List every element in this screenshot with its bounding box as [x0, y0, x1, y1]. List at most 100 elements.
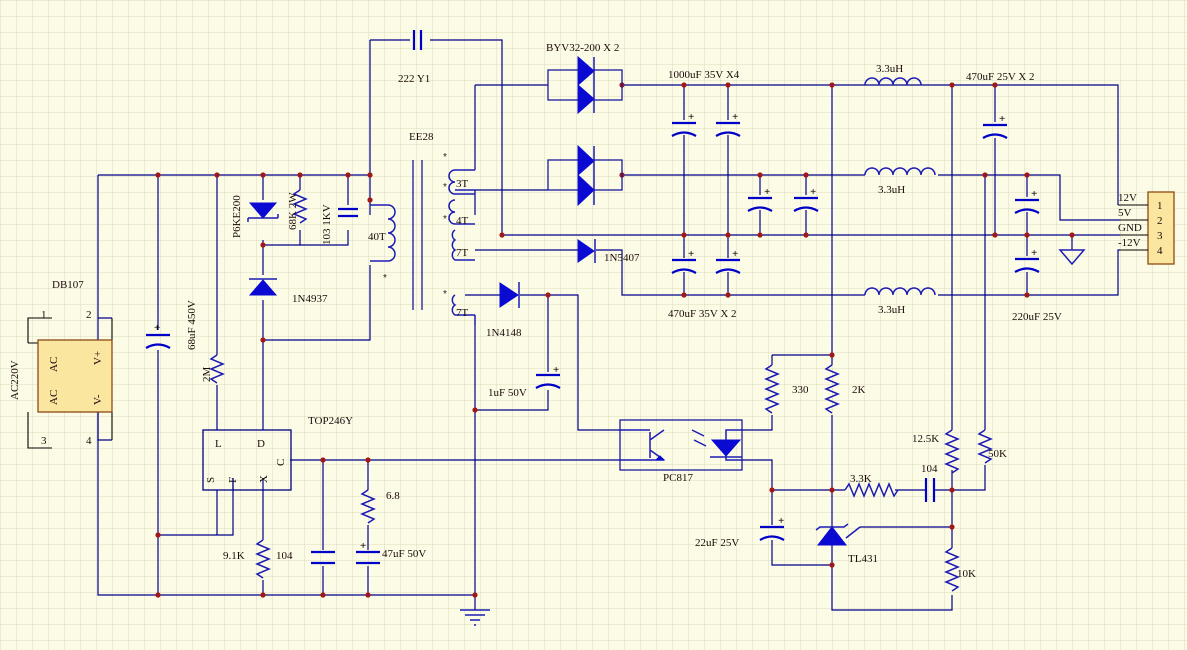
output-capacitor-220uf: + 220uF 25V	[1012, 247, 1062, 323]
bridge-ref: DB107	[52, 279, 84, 291]
bridge-pin-3: 3	[41, 435, 47, 447]
bridge-pin-2: 2	[86, 309, 92, 321]
polarity-dot: *	[383, 273, 387, 284]
svg-text:+: +	[764, 186, 770, 198]
resistor-9k1-label: 9.1K	[223, 550, 245, 562]
main-diode-label: BYV32-200 X 2	[546, 42, 619, 54]
diode-1n4148-label: 1N4148	[486, 327, 522, 339]
svg-text:+: +	[732, 248, 738, 260]
signal-12v: 12V	[1118, 192, 1137, 204]
inductor-1: 3.3uH	[864, 63, 922, 86]
resistor-50k-label: 50K	[988, 448, 1007, 460]
resistor-6r8-label: 6.8	[386, 490, 400, 502]
inductor-1-label: 3.3uH	[876, 63, 903, 75]
diode-1n4148: 1N4148	[486, 282, 522, 339]
ic-pin-d: D	[257, 438, 265, 450]
resistor-9k1: 9.1K	[223, 539, 271, 579]
bulk-cap-label: 68uF 450V	[186, 300, 198, 350]
svg-text:+: +	[688, 111, 694, 123]
output-capacitors-470uf: + + 470uF 25V X 2	[966, 71, 1040, 214]
capacitor-47uf: + 47uF 50V	[356, 540, 426, 565]
capacitor-104-label: 104	[276, 550, 293, 562]
transformer-core-label: EE28	[409, 131, 434, 143]
connector-pin-2: 2	[1157, 215, 1163, 227]
snubber-resistor-label: 68K 2W	[287, 192, 299, 230]
winding-primary: 40T	[368, 231, 386, 243]
capacitor-104-feedback: 104	[921, 463, 938, 502]
signal-gnd: GND	[1118, 222, 1142, 234]
polarity-dot: *	[443, 152, 447, 163]
polarity-dot: *	[443, 214, 447, 225]
resistor-6r8: 6.8	[360, 489, 400, 524]
y-capacitor: 222 Y1	[398, 30, 430, 85]
svg-text:+: +	[810, 186, 816, 198]
svg-text:+: +	[1031, 188, 1037, 200]
polarity-dot: *	[443, 289, 447, 300]
rectifier-diodes-main: BYV32-200 X 2	[546, 42, 623, 115]
polarity-dot: *	[443, 182, 447, 193]
svg-text:+: +	[999, 113, 1005, 125]
output-cap-1000uf-label: 1000uF 35V X4	[668, 69, 740, 81]
resistor-330-label: 330	[792, 384, 809, 396]
snubber-capacitor: 103 1KV	[321, 204, 358, 245]
svg-text:+: +	[732, 111, 738, 123]
ground-icon	[1058, 249, 1086, 266]
wires	[97, 39, 1120, 611]
winding-7t-b: 7T	[456, 307, 469, 319]
tvs-zener-diode: P6KE200	[231, 195, 279, 238]
y-cap-label: 222 Y1	[398, 73, 430, 85]
ac-input-label: AC220V	[9, 360, 21, 400]
resistor-12k5: 12.5K	[912, 429, 960, 474]
ground-icon	[460, 609, 490, 626]
signal-neg12v: -12V	[1118, 237, 1141, 249]
bridge-pin-ac2: AC	[48, 390, 60, 405]
tl431-regulator: TL431	[815, 523, 878, 565]
feedback-cap-label: 104	[921, 463, 938, 475]
winding-4t: 4T	[456, 215, 469, 227]
rectifier-diodes-5v	[547, 144, 623, 207]
bridge-rectifier-db107: DB107 AC220V AC AC V+ V- 1 2 3 4	[9, 279, 113, 449]
inductor-3: 3.3uH	[864, 287, 936, 316]
svg-text:+: +	[553, 364, 559, 376]
bulk-capacitor: + 68uF 450V	[145, 300, 198, 350]
capacitor-1uf: + 1uF 50V	[488, 364, 561, 399]
inductor-3-label: 3.3uH	[878, 304, 905, 316]
tvs-label: P6KE200	[231, 195, 243, 238]
winding-7t-a: 7T	[456, 247, 469, 259]
resistor-3k3-label: 3.3K	[850, 473, 872, 485]
capacitor-1uf-label: 1uF 50V	[488, 387, 527, 399]
optocoupler-ref: PC817	[663, 472, 693, 484]
inductor-2-label: 3.3uH	[878, 184, 905, 196]
diode-1n5407: 1N5407	[577, 239, 640, 264]
resistor-2k-label: 2K	[852, 384, 866, 396]
connector-pin-3: 3	[1157, 230, 1163, 242]
resistor-50k: 50K	[977, 429, 1007, 464]
bridge-pin-1: 1	[41, 309, 47, 321]
ic-pin-c: C	[275, 459, 287, 466]
capacitor-22uf-label: 22uF 25V	[695, 537, 739, 549]
resistor-3k3: 3.3K	[844, 473, 899, 498]
snubber-resistor: 68K 2W	[287, 189, 308, 230]
output-connector: 1 2 3 4 12V 5V GND -12V	[1118, 191, 1175, 265]
resistor-330: 330	[764, 364, 809, 414]
ic-pin-l: L	[215, 438, 222, 450]
capacitor-104-primary: 104	[276, 550, 335, 565]
diode-1n5407-label: 1N5407	[604, 252, 640, 264]
svg-text:+: +	[778, 515, 784, 527]
svg-text:+: +	[688, 248, 694, 260]
svg-text:+: +	[1031, 247, 1037, 259]
startup-resistor-label: 2M	[201, 367, 213, 383]
clamp-diode-label: 1N4937	[292, 293, 328, 305]
output-cap-470uf25v-label: 470uF 25V X 2	[966, 71, 1035, 83]
connector-pin-4: 4	[1157, 245, 1163, 257]
winding-3t: 3T	[456, 178, 469, 190]
output-cap-470uf35v-label: 470uF 35V X 2	[668, 308, 737, 320]
output-capacitors-5v: ++	[747, 186, 819, 212]
resistor-12k5-label: 12.5K	[912, 433, 939, 445]
capacitor-22uf: + 22uF 25V	[695, 515, 785, 549]
ic-ref: TOP246Y	[308, 415, 353, 427]
signal-5v: 5V	[1118, 207, 1132, 219]
inductor-2: 3.3uH	[864, 167, 936, 196]
ic-pin-x: X	[258, 475, 270, 483]
